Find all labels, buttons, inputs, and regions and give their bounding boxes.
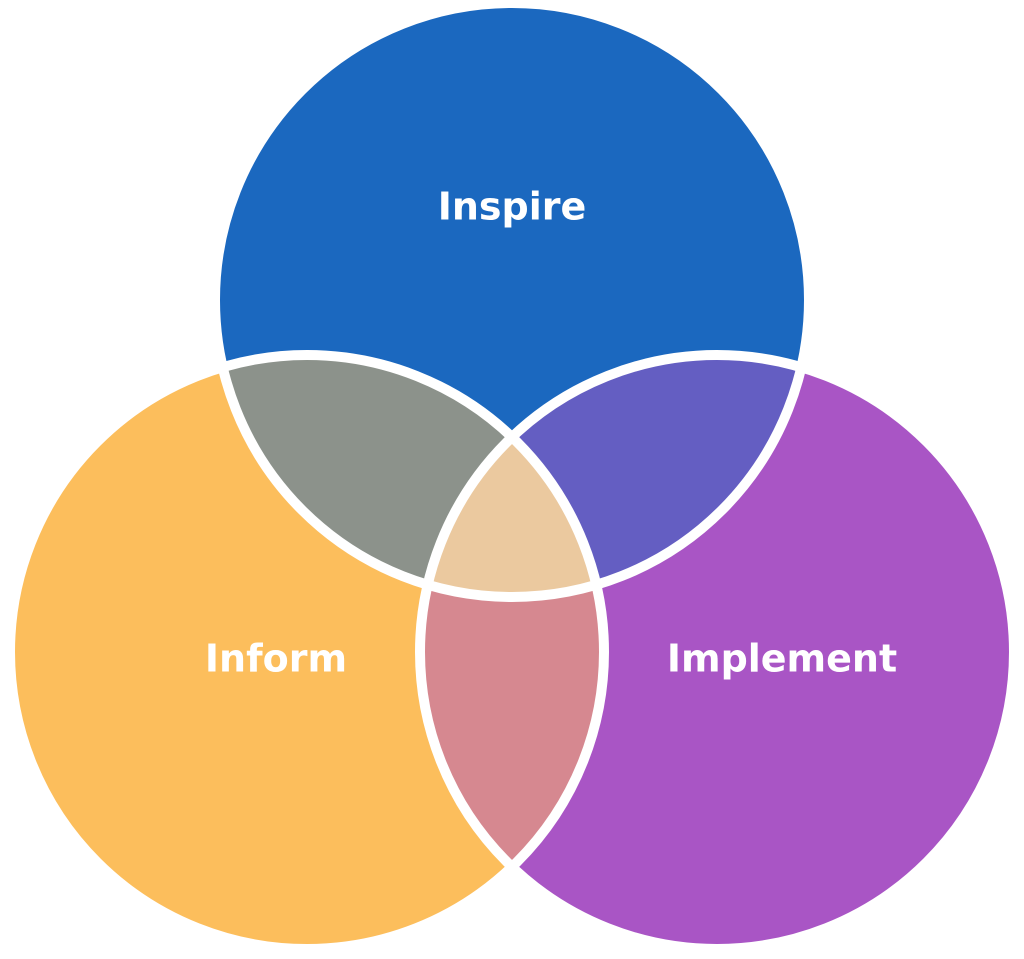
outline-inspire xyxy=(210,0,814,602)
outline-implement xyxy=(415,350,1019,954)
outline-inform xyxy=(5,350,609,954)
label-inspire: Inspire xyxy=(438,185,587,229)
label-implement: Implement xyxy=(667,637,897,681)
circle-outlines xyxy=(5,0,1019,954)
label-inform: Inform xyxy=(205,637,347,681)
